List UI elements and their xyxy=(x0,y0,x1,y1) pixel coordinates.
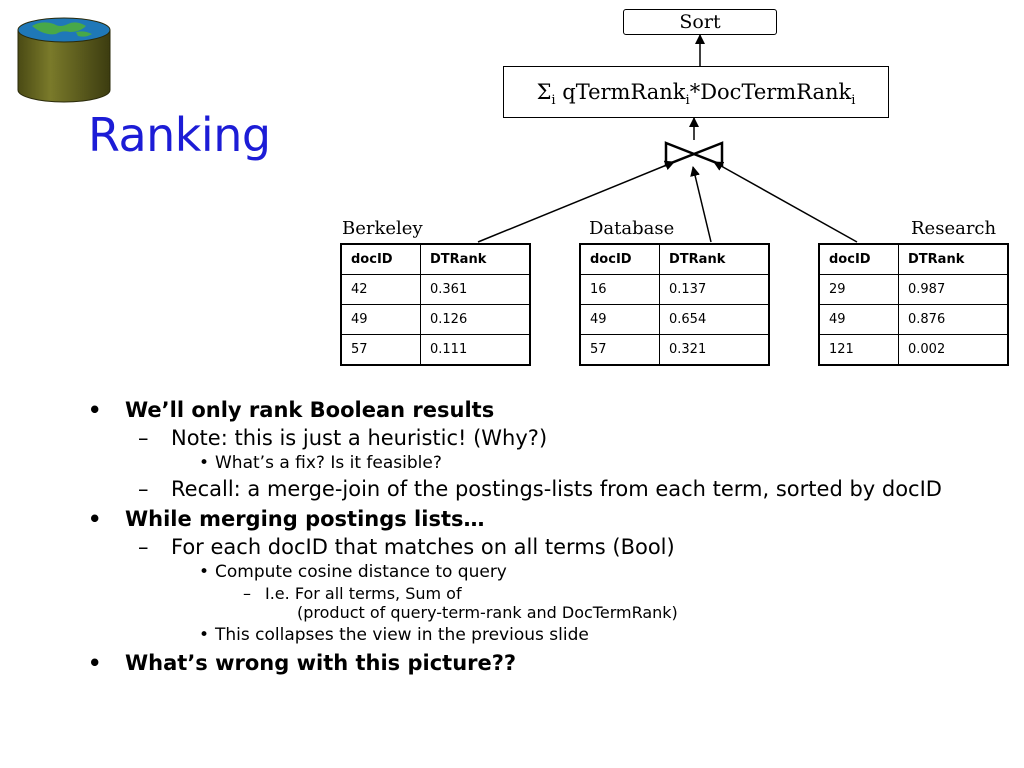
bullet-marker: • xyxy=(88,651,102,675)
table-header-row: docID DTRank xyxy=(340,243,531,275)
sub-sub-bullet-item: • This collapses the view in the previou… xyxy=(199,625,589,645)
sub-bullet-item: – Recall: a merge-join of the postings-l… xyxy=(138,477,942,501)
arrow-research-to-join xyxy=(713,161,858,243)
doc-id-cell: 16 xyxy=(579,274,660,305)
sub-bullet-item: – For each docID that matches on all ter… xyxy=(138,535,675,559)
bullet-item: • We’ll only rank Boolean results xyxy=(88,398,495,422)
doc-id-cell: 42 xyxy=(340,274,421,305)
rank-cell: 0.126 xyxy=(420,304,531,335)
bullet-marker: • xyxy=(88,507,102,531)
doc-id-cell: 121 xyxy=(818,334,899,366)
dash-marker: – xyxy=(138,426,149,450)
rank-formula-operator: Σi qTermRanki*DocTermRanki xyxy=(503,66,889,118)
sub-bullet-item: – Note: this is just a heuristic! (Why?) xyxy=(138,426,548,450)
column-header: docID xyxy=(340,243,421,275)
term-label-berkeley: Berkeley xyxy=(342,218,423,239)
term-label-database: Database xyxy=(589,218,675,239)
bullet-marker: • xyxy=(199,453,210,473)
sort-operator: Sort xyxy=(623,9,777,35)
sub-sub-bullet-item: • Compute cosine distance to query xyxy=(199,562,507,582)
bullet-list: • We’ll only rank Boolean results – Note… xyxy=(88,392,1008,675)
rank-cell: 0.361 xyxy=(420,274,531,305)
doc-id-cell: 57 xyxy=(340,334,421,366)
bullet-marker: • xyxy=(199,562,210,582)
doc-id-cell: 29 xyxy=(818,274,899,305)
slide-title: Ranking xyxy=(88,108,271,162)
term-label-research: Research xyxy=(911,218,997,239)
doc-id-cell: 49 xyxy=(579,304,660,335)
doc-id-cell: 49 xyxy=(818,304,899,335)
arrow-database-to-join xyxy=(690,166,712,243)
doc-id-cell: 57 xyxy=(579,334,660,366)
join-bowtie-icon xyxy=(664,141,724,167)
column-header: DTRank xyxy=(659,243,770,275)
sigma-symbol: Σ xyxy=(536,80,552,104)
column-header: docID xyxy=(579,243,660,275)
rank-cell: 0.111 xyxy=(420,334,531,366)
rank-cell: 0.654 xyxy=(659,304,770,335)
sub-sub-sub-bullet-item: – I.e. For all terms, Sum of (product of… xyxy=(243,584,678,622)
rank-cell: 0.002 xyxy=(898,334,1009,366)
doc-id-cell: 49 xyxy=(340,304,421,335)
column-header: DTRank xyxy=(898,243,1009,275)
bullet-item: • What’s wrong with this picture?? xyxy=(88,651,517,675)
table-header-row: docID DTRank xyxy=(818,243,1009,275)
column-header: docID xyxy=(818,243,899,275)
dash-marker: – xyxy=(138,477,149,501)
rank-cell: 0.137 xyxy=(659,274,770,305)
dash-marker: – xyxy=(243,584,251,603)
bullet-marker: • xyxy=(88,398,102,422)
table-header-row: docID DTRank xyxy=(579,243,770,275)
bullet-marker: • xyxy=(199,625,210,645)
dash-marker: – xyxy=(138,535,149,559)
bullet-item: • While merging postings lists… xyxy=(88,507,485,531)
sub-sub-bullet-item: • What’s a fix? Is it feasible? xyxy=(199,453,442,473)
database-globe-icon xyxy=(17,17,111,103)
rank-cell: 0.321 xyxy=(659,334,770,366)
rank-cell: 0.876 xyxy=(898,304,1009,335)
column-header: DTRank xyxy=(420,243,531,275)
rank-cell: 0.987 xyxy=(898,274,1009,305)
